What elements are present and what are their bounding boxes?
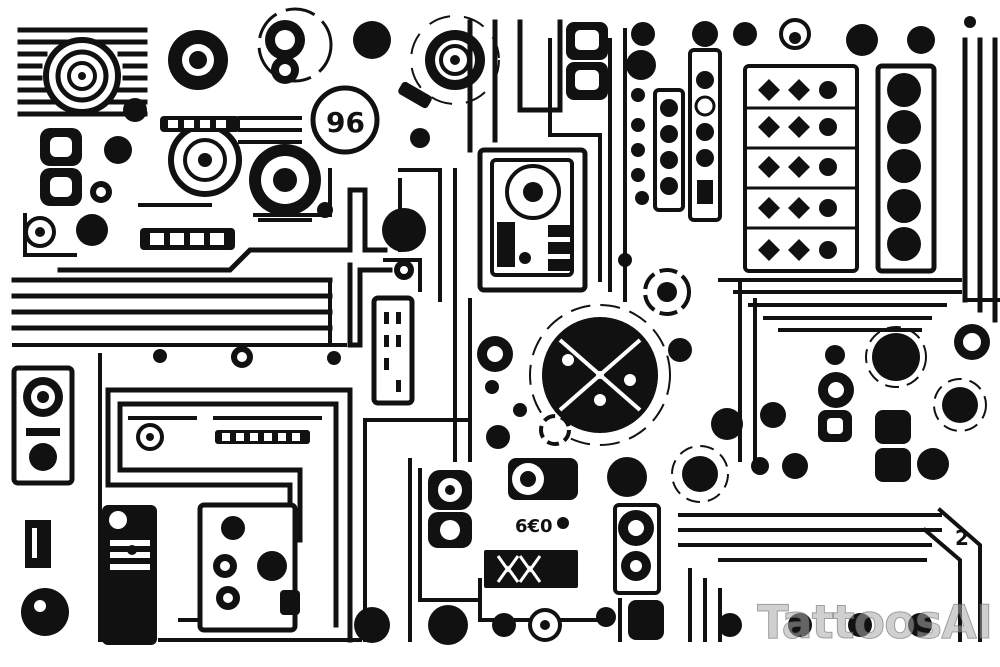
svg-text:96: 96 — [326, 106, 365, 139]
diamond-chip-block — [743, 64, 859, 273]
left-bus-lines — [11, 187, 393, 368]
svg-text:2: 2 — [955, 526, 969, 550]
center-socket-board — [477, 147, 588, 293]
svg-text:6€0: 6€0 — [515, 516, 553, 537]
lower-middle-components: 6€0 — [354, 457, 664, 645]
bottom-right-traces: 2 — [678, 507, 982, 642]
resistor-column — [631, 48, 722, 222]
top-middle-capacitors — [566, 16, 976, 100]
left-chip-cluster — [23, 98, 147, 257]
right-vertical-chip — [875, 37, 1000, 323]
gear-cluster: 96 — [138, 81, 432, 250]
lower-left-traces — [102, 387, 362, 645]
middle-vertical-traces — [363, 19, 627, 642]
right-trace-bundle — [618, 253, 990, 503]
watermark-text: TattoosAI — [757, 595, 994, 650]
central-compass — [477, 304, 671, 449]
top-left-coil-block — [17, 27, 148, 117]
